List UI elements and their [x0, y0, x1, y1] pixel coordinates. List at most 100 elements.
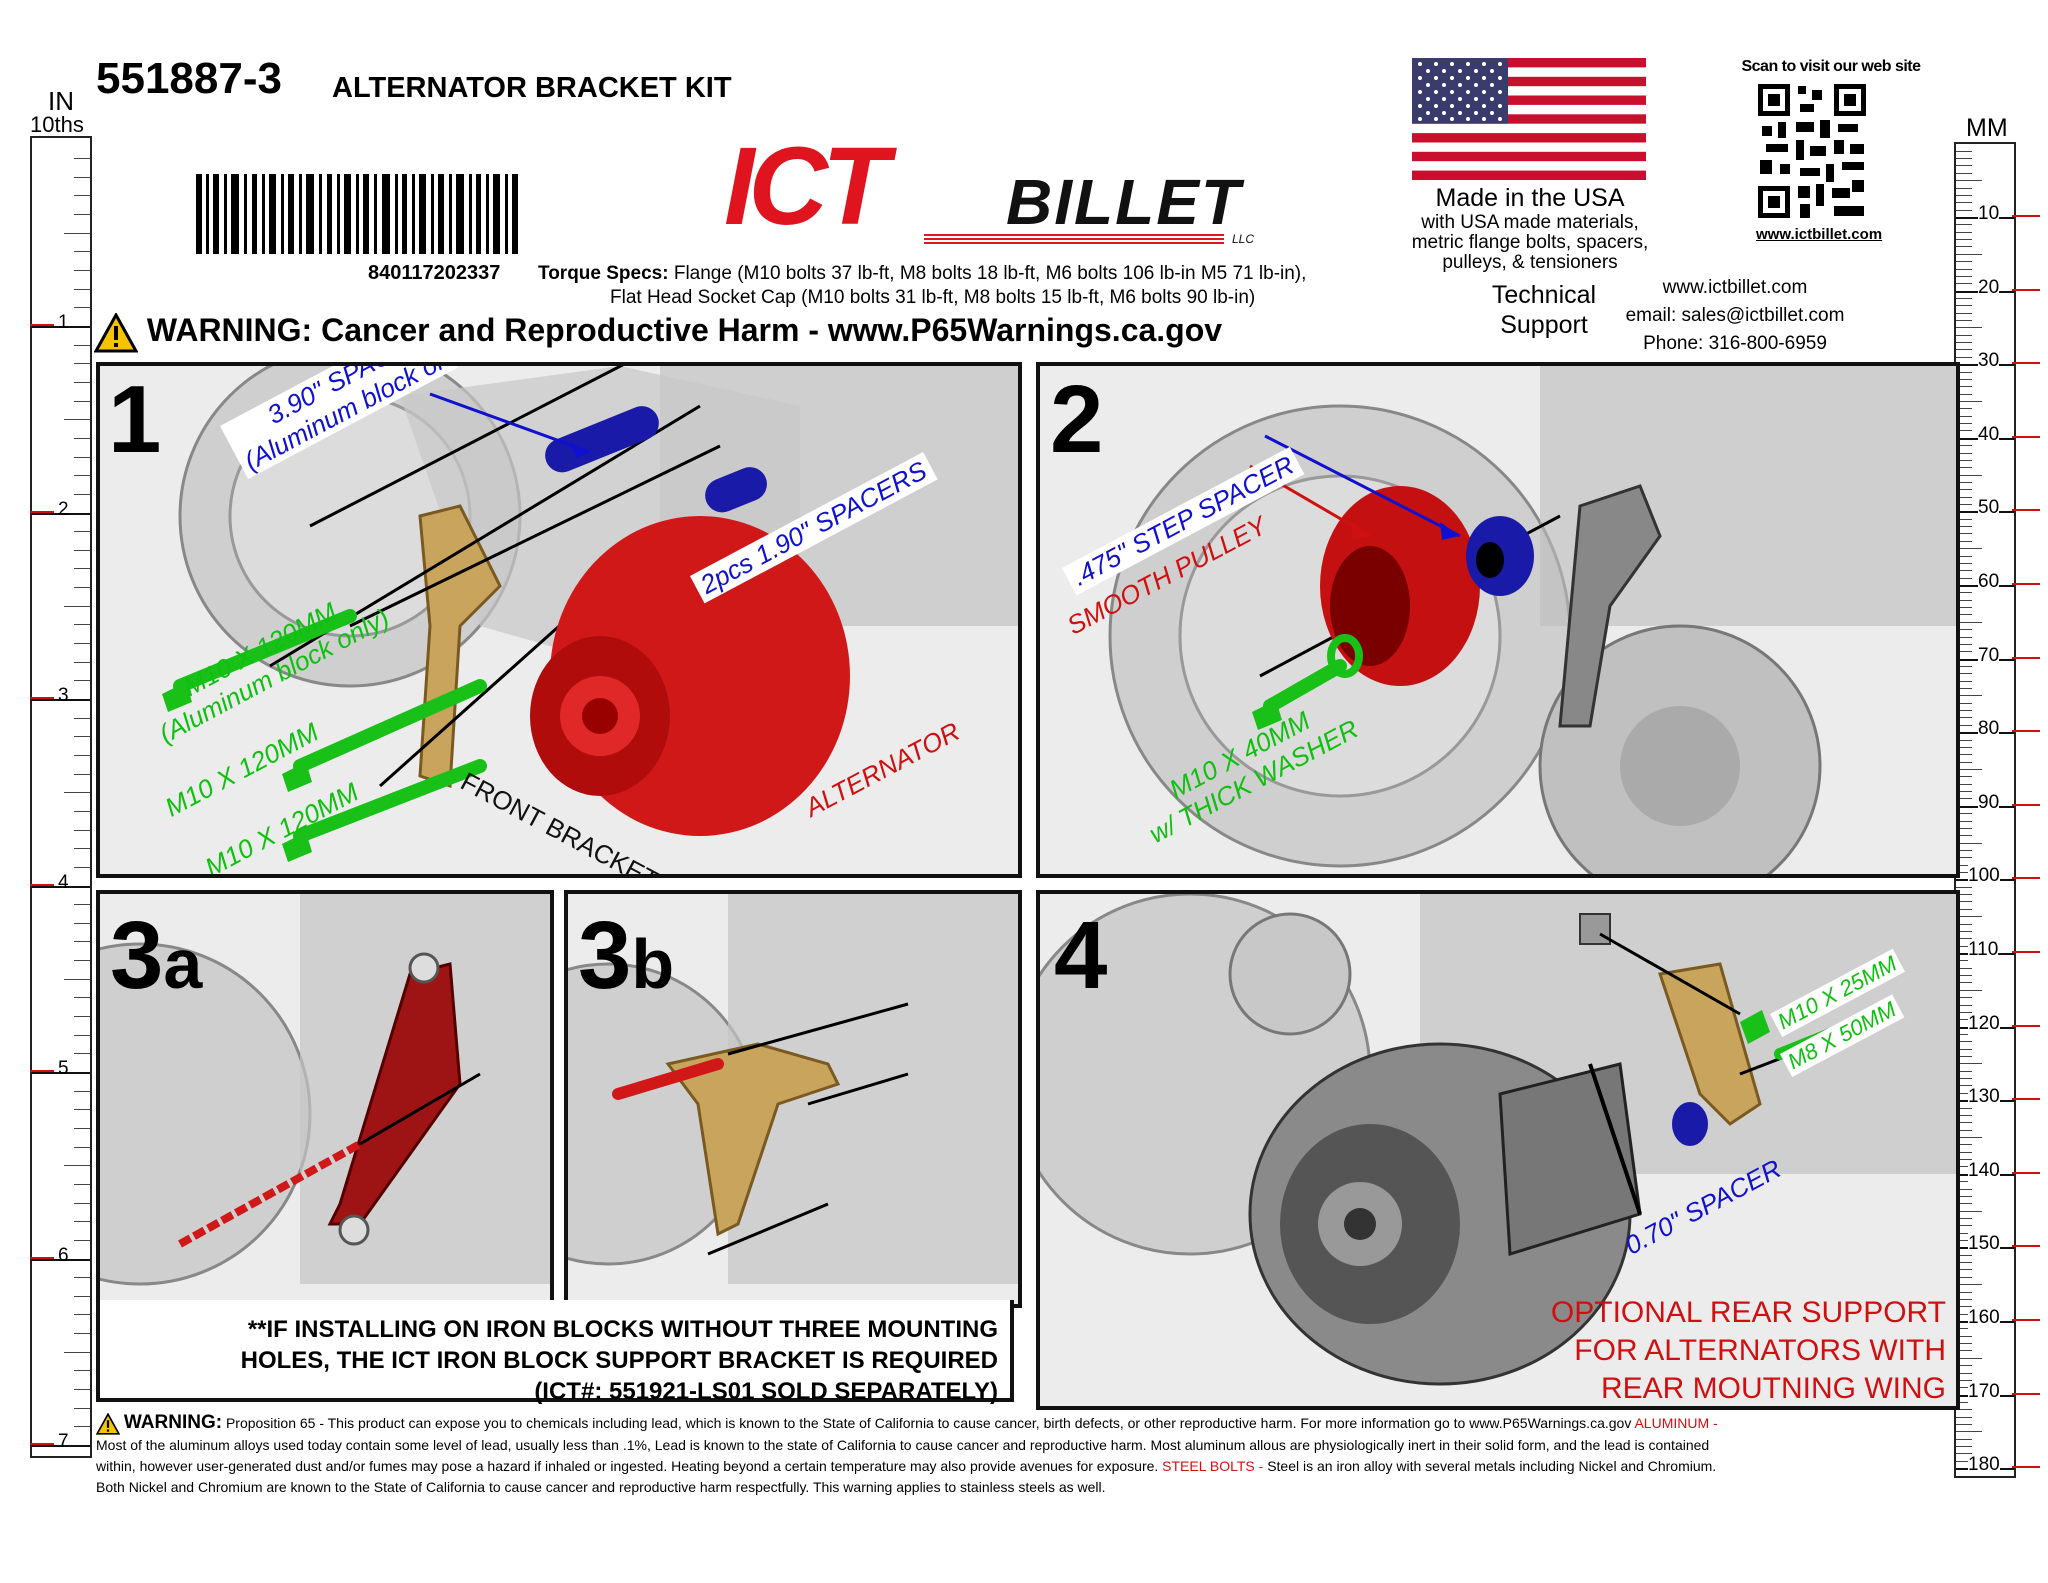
ruler-inch-minor-tick: [74, 1183, 90, 1185]
made-in-usa-title: Made in the USA: [1435, 184, 1625, 212]
ruler-mm-minor-tick: [1956, 320, 1972, 322]
ruler-inch-minor-tick: [74, 1314, 90, 1316]
ruler-mm-minor-tick: [1956, 1181, 1972, 1183]
ruler-mm-minor-tick: [1956, 923, 1972, 925]
ruler-mm-minor-tick: [1956, 1372, 1972, 1374]
ruler-inch-minor-tick: [74, 848, 90, 850]
ruler-mm-red-mark: [2012, 362, 2040, 365]
ruler-mm-label: 120: [1968, 1012, 2000, 1035]
ruler-mm-label: 170: [1968, 1380, 2000, 1403]
ruler-inch-minor-tick: [74, 1109, 90, 1111]
prop65-footer: WARNING: Proposition 65 - This product c…: [96, 1412, 1946, 1498]
ruler-mm-label: 90: [1978, 791, 2000, 814]
ruler-mm-red-mark: [2012, 1024, 2040, 1027]
ruler-inch-minor-tick: [64, 419, 90, 421]
ruler-mm-minor-tick: [1956, 1276, 1972, 1278]
ruler-mm-minor-tick: [1956, 1078, 1972, 1080]
ruler-mm-minor-tick: [1956, 1166, 1972, 1168]
ruler-mm-minor-tick: [1956, 599, 1972, 601]
ruler-mm-minor-tick: [1956, 901, 1972, 903]
torque-label: Torque Specs:: [538, 263, 669, 284]
ruler-mm-minor-tick: [1956, 1232, 1972, 1234]
ruler-inch-red-mark: [30, 1443, 54, 1445]
ruler-mm-red-mark: [2012, 877, 2040, 880]
ruler-mm-minor-tick: [1956, 1033, 1972, 1035]
ruler-mm-red-mark: [2012, 1245, 2040, 1248]
ruler-inch-minor-tick: [74, 381, 90, 383]
ruler-mm-minor-tick: [1956, 540, 1972, 542]
ruler-mm-minor-tick: [1956, 415, 1972, 417]
ruler-inch-minor-tick: [74, 1090, 90, 1092]
ruler-inch-minor-tick: [74, 288, 90, 290]
support-website[interactable]: www.ictbillet.com: [1662, 277, 1808, 298]
ruler-inch-minor-tick: [74, 904, 90, 906]
ruler-inch-label: 3: [58, 685, 69, 706]
qr-url[interactable]: www.ictbillet.com: [1756, 226, 1883, 243]
ruler-mm-minor-tick: [1956, 1129, 1972, 1131]
ruler-mm-minor-tick: [1956, 194, 1972, 196]
ruler-mm-minor-tick: [1956, 1284, 1982, 1286]
ruler-inch-minor-tick: [74, 624, 90, 626]
support-title-1: Technical: [1491, 281, 1597, 309]
footer-line-3: within, however user-generated dust and/…: [96, 1458, 1159, 1475]
ruler-inch-label: 2: [58, 498, 69, 520]
ruler-mm-minor-tick: [1956, 997, 1972, 999]
ruler-mm-red-mark: [2012, 435, 2040, 438]
optional-rear-support: OPTIONAL REAR SUPPORT FOR ALTERNATORS WI…: [1551, 1294, 1946, 1406]
ruler-inch-minor-tick: [74, 960, 90, 962]
qr-code-icon[interactable]: [1756, 82, 1868, 220]
ruler-mm-minor-tick: [1956, 746, 1972, 748]
ruler-inch-minor-tick: [74, 1295, 90, 1297]
ruler-mm-minor-tick: [1956, 717, 1972, 719]
ruler-mm-minor-tick: [1956, 209, 1972, 211]
made-in-usa-line1: with USA made materials,: [1421, 212, 1639, 233]
ruler-inch-major-tick: [32, 1258, 90, 1261]
ruler-inch-minor-tick: [74, 829, 90, 831]
ruler-inch-minor-tick: [74, 1426, 90, 1428]
ruler-inch-minor-tick: [74, 493, 90, 495]
ruler-mm-minor-tick: [1956, 798, 1972, 800]
ruler-inch-label: 1: [58, 312, 69, 333]
torque-line-1: Flange (M10 bolts 37 lb-ft, M8 bolts 18 …: [673, 263, 1307, 284]
ruler-mm-minor-tick: [1956, 459, 1972, 461]
ruler-mm-minor-tick: [1956, 916, 1982, 918]
ruler-unit-mm: MM: [1966, 114, 2008, 142]
ruler-mm-minor-tick: [1956, 481, 1972, 483]
step-3-note: **IF INSTALLING ON IRON BLOCKS WITHOUT T…: [96, 1300, 1014, 1405]
ruler-mm-red-mark: [2012, 1098, 2040, 1101]
ruler-mm-minor-tick: [1956, 239, 1972, 241]
ruler-mm-red-mark: [2012, 803, 2040, 806]
ruler-mm-minor-tick: [1956, 857, 1972, 859]
warning-icon: [94, 312, 138, 353]
ruler-mm-minor-tick: [1956, 577, 1972, 579]
ruler-mm-minor-tick: [1956, 356, 1972, 358]
ruler-mm-minor-tick: [1956, 393, 1972, 395]
ruler-mm-minor-tick: [1956, 629, 1972, 631]
ruler-mm-minor-tick: [1956, 673, 1972, 675]
ruler-inch-minor-tick: [74, 549, 90, 551]
ruler-mm-minor-tick: [1956, 1159, 1972, 1161]
ruler-mm-minor-tick: [1956, 1387, 1972, 1389]
ruler-mm-minor-tick: [1956, 246, 1972, 248]
ruler-mm-minor-tick: [1956, 849, 1972, 851]
ruler-mm-minor-tick: [1956, 1254, 1972, 1256]
ruler-mm-minor-tick: [1956, 688, 1972, 690]
ruler-mm-minor-tick: [1956, 430, 1972, 432]
ruler-inch-minor-tick: [74, 1034, 90, 1036]
torque-line-2: Flat Head Socket Cap (M10 bolts 31 lb-ft…: [610, 287, 1256, 308]
ruler-mm-minor-tick: [1956, 982, 1972, 984]
ruler-mm-minor-tick: [1956, 305, 1972, 307]
barcode-number: 840117202337: [368, 262, 501, 284]
made-in-usa-line2: metric flange bolts, spacers,: [1411, 232, 1649, 253]
ruler-inch-minor-tick: [74, 661, 90, 663]
ruler-mm-minor-tick: [1956, 268, 1972, 270]
ruler-mm-red-mark: [2012, 1392, 2040, 1395]
ruler-mm-minor-tick: [1956, 526, 1972, 528]
ruler-mm-red-mark: [2012, 730, 2040, 733]
ruler-mm-minor-tick: [1956, 680, 1972, 682]
ruler-mm-minor-tick: [1956, 695, 1982, 697]
ruler-mm-minor-tick: [1956, 1328, 1972, 1330]
step-3a-letter: a: [163, 925, 203, 1003]
support-email[interactable]: email: sales@ictbillet.com: [1625, 305, 1845, 326]
ruler-mm-minor-tick: [1956, 864, 1972, 866]
